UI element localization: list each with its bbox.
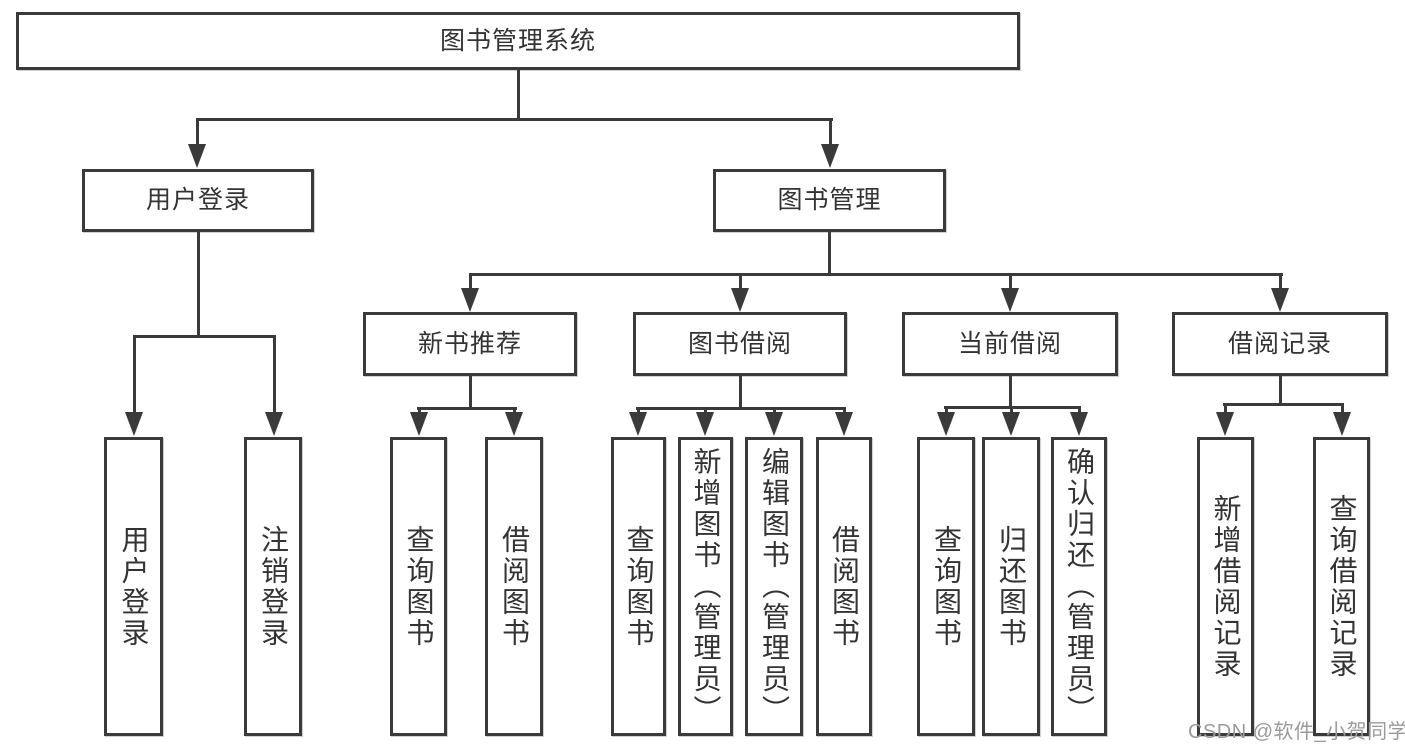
node-return-books: 归还图书: [982, 437, 1040, 736]
node-book-management: 图书管理: [713, 169, 946, 232]
connector-line: [1010, 406, 1013, 415]
node-label: 查询图书: [403, 524, 435, 649]
connector-line: [739, 376, 742, 409]
connector-line: [636, 407, 846, 410]
connector-line: [196, 118, 199, 146]
node-confirm-return-admin: 确认归还（管理员）: [1051, 437, 1107, 736]
node-library-management-system: 图书管理系统: [16, 12, 1020, 70]
arrowhead-down-icon: [1070, 412, 1088, 436]
node-label: 查询图书: [931, 524, 962, 649]
arrowhead-down-icon: [629, 412, 647, 436]
connector-line: [197, 232, 200, 337]
connector-line: [637, 407, 640, 415]
arrowhead-down-icon: [125, 412, 143, 436]
node-label: 查询借阅记录: [1326, 493, 1358, 680]
connector-line: [513, 407, 516, 415]
node-new-book-recommend: 新书推荐: [363, 312, 577, 376]
arrowhead-down-icon: [835, 412, 853, 436]
node-book-borrowing: 图书借阅: [633, 312, 847, 376]
node-label: 新书推荐: [417, 329, 522, 358]
node-borrow-books-borrowing: 借阅图书: [816, 437, 872, 736]
node-borrow-books-recommend: 借阅图书: [485, 437, 543, 736]
node-label: 用户登录: [118, 524, 150, 649]
node-borrow-records: 借阅记录: [1172, 312, 1388, 376]
arrowhead-down-icon: [696, 412, 714, 436]
node-add-borrow-record: 新增借阅记录: [1197, 437, 1254, 736]
arrowhead-down-icon: [1271, 288, 1289, 312]
connector-line: [517, 70, 520, 120]
connector-line: [469, 273, 472, 291]
connector-line: [133, 335, 136, 414]
node-label: 用户登录: [145, 186, 250, 214]
connector-line: [1224, 403, 1227, 415]
connector-line: [133, 335, 276, 338]
node-label: 新增借阅记录: [1210, 493, 1242, 680]
connector-line: [1341, 403, 1344, 415]
node-query-books-borrowing: 查询图书: [611, 437, 666, 736]
connector-line: [273, 335, 276, 414]
node-label: 借阅图书: [829, 524, 860, 649]
connector-line: [828, 232, 831, 275]
node-label: 注销登录: [258, 524, 289, 649]
node-query-books-current: 查询图书: [917, 437, 975, 736]
connector-line: [1279, 376, 1282, 405]
node-logout: 注销登录: [244, 437, 302, 736]
connector-line: [843, 407, 846, 415]
node-label: 归还图书: [996, 524, 1027, 649]
connector-line: [1009, 376, 1012, 408]
node-user-login-action: 用户登录: [104, 437, 163, 736]
node-add-books-admin: 新增图书（管理员）: [678, 437, 733, 736]
arrowhead-down-icon: [1333, 412, 1351, 436]
arrowhead-down-icon: [821, 144, 839, 168]
connector-line: [196, 118, 833, 121]
arrowhead-down-icon: [505, 412, 523, 436]
connector-line: [469, 376, 472, 409]
arrowhead-down-icon: [937, 412, 955, 436]
node-label: 借阅记录: [1227, 329, 1332, 358]
arrowhead-down-icon: [461, 288, 479, 312]
watermark-text: CSDN @软件_小贺同学: [1188, 721, 1405, 743]
connector-line: [739, 273, 742, 291]
node-label: 图书借阅: [687, 329, 792, 358]
connector-line: [1009, 273, 1012, 291]
arrowhead-down-icon: [188, 144, 206, 168]
connector-line: [1279, 273, 1282, 291]
node-label: 图书管理: [777, 186, 882, 214]
node-label: 确认归还（管理员）: [1064, 447, 1095, 726]
node-user-login: 用户登录: [82, 169, 314, 232]
connector-line: [1078, 406, 1081, 415]
arrowhead-down-icon: [1002, 412, 1020, 436]
arrowhead-down-icon: [765, 412, 783, 436]
node-label: 编辑图书（管理员）: [759, 447, 790, 726]
connector-line: [1223, 403, 1344, 406]
node-label: 图书管理系统: [439, 26, 596, 55]
arrowhead-down-icon: [265, 412, 283, 436]
arrowhead-down-icon: [1216, 412, 1234, 436]
node-label: 借阅图书: [499, 524, 530, 649]
connector-line: [469, 273, 1283, 276]
connector-line: [704, 407, 707, 415]
node-query-books-recommend: 查询图书: [390, 437, 447, 736]
node-label: 新增图书（管理员）: [690, 447, 722, 726]
connector-line: [417, 407, 517, 410]
node-label: 当前借阅: [957, 329, 1062, 358]
connector-line: [418, 407, 421, 415]
connector-line: [773, 407, 776, 415]
node-edit-books-admin: 编辑图书（管理员）: [745, 437, 803, 736]
connector-line: [945, 406, 948, 415]
node-label: 查询图书: [623, 524, 655, 649]
arrowhead-down-icon: [731, 288, 749, 312]
arrowhead-down-icon: [1001, 288, 1019, 312]
node-current-borrowing: 当前借阅: [902, 312, 1118, 376]
node-query-borrow-record: 查询借阅记录: [1313, 437, 1370, 736]
connector-line: [829, 118, 832, 146]
arrowhead-down-icon: [410, 412, 428, 436]
